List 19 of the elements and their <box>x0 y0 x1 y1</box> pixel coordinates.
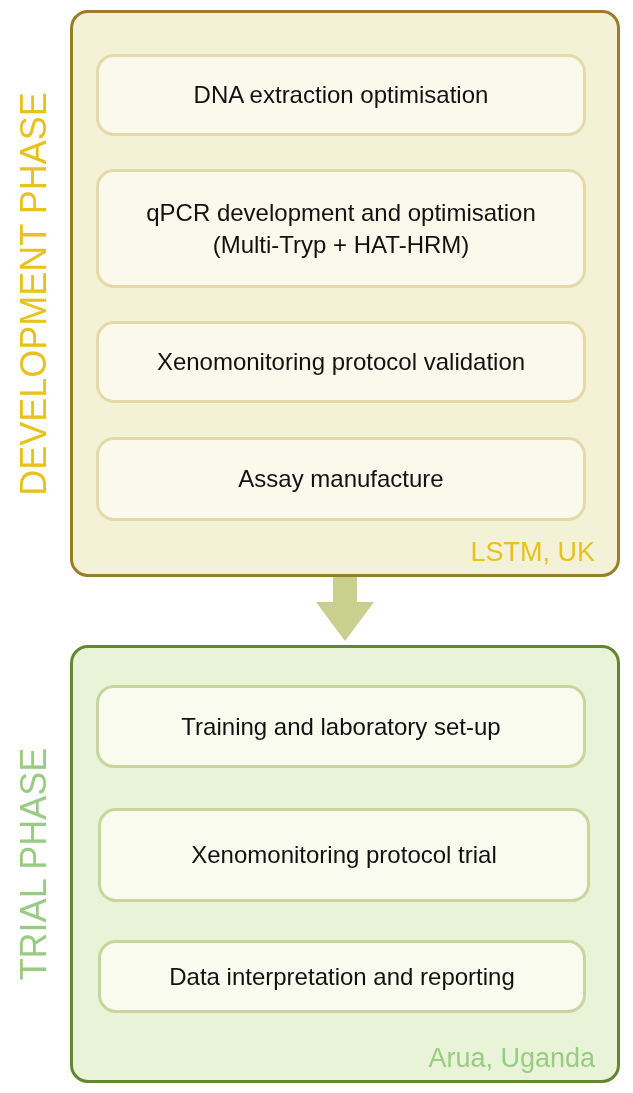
step-box <box>96 685 586 768</box>
step-box <box>96 54 586 136</box>
step-label: Assay manufacture <box>238 464 444 495</box>
block-arrow <box>316 576 374 641</box>
step-box <box>98 940 586 1013</box>
step-box <box>96 169 586 288</box>
step-label: qPCR development and optimisation (Multi-Tryp + HAT-HRM) <box>145 197 537 260</box>
step-label: DNA extraction optimisation <box>193 80 489 111</box>
phase-label: TRIAL PHASE <box>14 747 54 981</box>
step-box <box>96 437 586 521</box>
step-label: Data interpretation and reporting <box>169 961 515 992</box>
step-label: Xenomonitoring protocol trial <box>191 840 497 871</box>
step-label: Training and laboratory set-up <box>181 711 501 742</box>
phase-label: DEVELOPMENT PHASE <box>14 91 54 496</box>
step-label: Xenomonitoring protocol validation <box>156 347 526 378</box>
step-box <box>96 321 586 403</box>
location-label: Arua, Uganda <box>428 1041 595 1074</box>
step-box <box>98 808 590 902</box>
location-label: LSTM, UK <box>470 535 595 568</box>
